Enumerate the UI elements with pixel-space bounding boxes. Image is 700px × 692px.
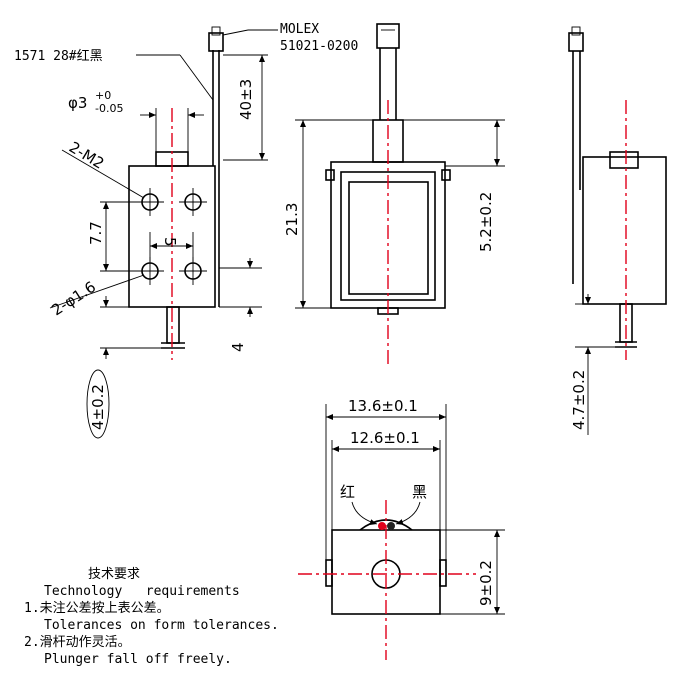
notes-item-2: 2.滑杆动作灵活。 [24, 635, 131, 650]
red-wire-dot [378, 522, 386, 530]
wire-spec-label: 1571 28#红黑 [14, 48, 103, 64]
black-wire-dot [387, 522, 395, 530]
dim-phi3: φ3 [68, 94, 87, 112]
left-plunger [166, 306, 180, 344]
notes-title: 技术要求 [88, 567, 141, 582]
connector-brand: MOLEX [280, 22, 319, 37]
dim-9: 9±0.2 [477, 560, 495, 606]
right-connector [568, 32, 584, 52]
dim-4-tol: 4±0.2 [89, 384, 107, 430]
dim-40: 40±3 [237, 79, 255, 120]
left-connector [208, 32, 224, 52]
dim-4-tol-oval [86, 369, 110, 439]
dim-13-6: 13.6±0.1 [348, 397, 418, 415]
technical-notes: 技术要求 Technology requirements 1.未注公差按上表公差… [24, 566, 279, 668]
center-connector [376, 23, 400, 49]
dim-5-2: 5.2±0.2 [477, 192, 495, 252]
dim-4: 4 [229, 342, 247, 352]
dim-12-6: 12.6±0.1 [350, 429, 420, 447]
dim-5: 5 [161, 237, 179, 247]
phi16-leader [49, 274, 145, 309]
dim-phi3-tol-lower: -0.05 [95, 102, 123, 115]
dim-4-7: 4.7±0.2 [570, 370, 588, 430]
notes-item-2-en: Plunger fall off freely. [44, 652, 232, 667]
dim-phi16: 2-φ1.6 [48, 278, 99, 320]
left-view: φ3 +0 -0.05 2-M2 7.7 5 2-φ1.6 40±3 4 [48, 26, 268, 439]
callouts: MOLEX 51021-0200 1571 28#红黑 [14, 22, 358, 101]
dim-7-7: 7.7 [87, 221, 105, 245]
notes-item-1: 1.未注公差按上表公差。 [24, 601, 170, 616]
connector-part: 51021-0200 [280, 39, 358, 54]
bottom-view: 13.6±0.1 12.6±0.1 红 黑 9±0.2 [298, 397, 505, 660]
right-body-outline [582, 156, 667, 305]
red-wire-label: 红 [340, 483, 355, 501]
black-wire-label: 黑 [412, 483, 427, 501]
m2-leader [61, 149, 145, 199]
dim-phi3-tol-upper: +0 [95, 89, 111, 102]
notes-subtitle: Technology requirements [44, 584, 240, 599]
dim-21-3: 21.3 [283, 203, 301, 236]
dim-m2: 2-M2 [66, 138, 107, 173]
notes-item-1-en: Tolerances on form tolerances. [44, 618, 279, 633]
center-view: 21.3 5.2±0.2 [283, 23, 505, 365]
right-view: 4.7±0.2 [568, 26, 667, 435]
